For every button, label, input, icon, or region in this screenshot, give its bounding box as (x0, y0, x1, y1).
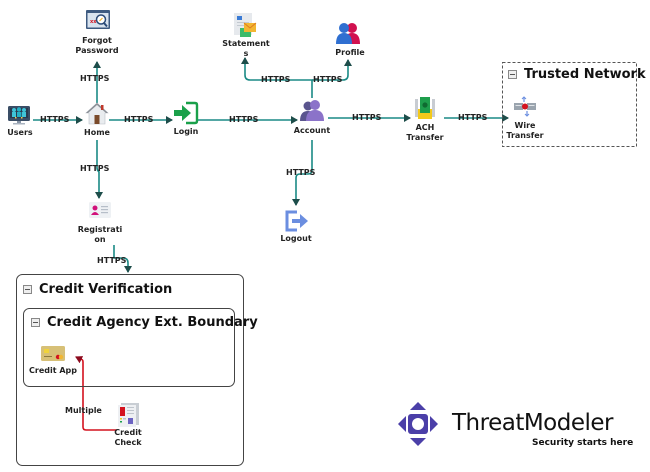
label-line: on (94, 235, 106, 244)
boundary-title-text: Credit Verification (39, 282, 173, 297)
flow-account-statements[interactable] (241, 57, 313, 98)
boundary-trusted-network[interactable] (502, 62, 637, 147)
flow-label-account-logout: HTTPS (286, 168, 316, 177)
flow-label-users-home: HTTPS (40, 115, 70, 124)
node-label-home: Home (84, 128, 110, 137)
ach-transfer-icon[interactable] (415, 97, 435, 119)
credit-card-icon[interactable] (41, 346, 65, 361)
wire-transfer-icon[interactable] (514, 96, 536, 117)
flow-label-ach-wire: HTTPS (458, 113, 488, 122)
boundary-title-text: Credit Agency Ext. Boundary (47, 315, 258, 330)
logo-tagline: Security starts here (532, 438, 634, 448)
boundary-title-credit-verification[interactable]: Credit Verification (23, 282, 172, 297)
statements-icon[interactable] (234, 13, 257, 37)
registration-card-icon[interactable] (89, 202, 111, 218)
boundary-title-text: Trusted Network (524, 67, 646, 82)
flow-label-login-account: HTTPS (229, 115, 259, 124)
node-label-registration: Registrati on (75, 225, 125, 245)
label-line: Password (75, 46, 119, 55)
label-line: Wire (514, 121, 536, 130)
flow-label-account-ach: HTTPS (352, 113, 382, 122)
threatmodeler-logo-icon (398, 402, 438, 446)
house-icon[interactable] (85, 102, 109, 125)
profile-icon[interactable] (336, 23, 360, 44)
forgot-password-icon[interactable]: xx (86, 10, 110, 29)
credit-check-report-icon[interactable] (118, 403, 139, 427)
label-line: Statement (222, 39, 270, 48)
node-label-credit-app: Credit App (29, 366, 77, 375)
flow-label-home-login: HTTPS (124, 115, 154, 124)
node-label-users: Users (7, 128, 33, 137)
flow-label-registration-credit: HTTPS (97, 256, 127, 265)
node-label-ach-transfer: ACH Transfer (400, 123, 450, 143)
label-line: Transfer (506, 131, 544, 140)
collapse-icon[interactable] (23, 285, 32, 294)
boundary-credit-verification[interactable] (16, 274, 244, 466)
label-line: s (243, 49, 249, 58)
logo-wordmark: ThreatModeler (452, 410, 614, 436)
flow-account-logout[interactable] (292, 140, 313, 206)
node-label-credit-check: Credit Check (103, 428, 153, 448)
flow-account-profile[interactable] (312, 59, 352, 81)
flow-label-home-registration: HTTPS (80, 164, 110, 173)
label-line: Transfer (406, 133, 444, 142)
node-label-account: Account (293, 126, 331, 135)
label-line: Credit (114, 428, 142, 437)
label-line: ACH (415, 123, 435, 132)
flow-label-credit-check-credit-app: Multiple (65, 406, 102, 415)
collapse-icon[interactable] (31, 318, 40, 327)
flow-credit-check-credit-app[interactable] (75, 356, 117, 431)
label-line: Registrati (77, 225, 123, 234)
node-label-login: Login (173, 127, 199, 136)
flow-label-account-statements: HTTPS (261, 75, 291, 84)
node-label-statements: Statement s (218, 39, 274, 59)
account-users-icon[interactable] (300, 100, 324, 121)
label-line: Check (114, 438, 142, 447)
node-label-wire-transfer: Wire Transfer (500, 121, 550, 141)
flow-home-registration[interactable] (95, 140, 103, 199)
login-icon[interactable] (174, 101, 199, 125)
flow-label-account-profile: HTTPS (313, 75, 343, 84)
svg-text:xx: xx (90, 19, 97, 25)
boundary-title-trusted-network[interactable]: Trusted Network (508, 67, 646, 82)
boundary-credit-agency[interactable] (23, 308, 235, 387)
node-label-profile: Profile (335, 48, 365, 57)
users-monitor-icon[interactable] (8, 106, 30, 125)
label-line: Forgot (82, 36, 112, 45)
node-label-forgot-password: Forgot Password (72, 36, 122, 56)
flow-label-home-forgot-password: HTTPS (80, 74, 110, 83)
boundary-title-credit-agency[interactable]: Credit Agency Ext. Boundary (31, 315, 258, 330)
node-label-logout: Logout (280, 234, 312, 243)
collapse-icon[interactable] (508, 70, 517, 79)
flow-registration-credit-verification[interactable] (113, 245, 132, 273)
logout-icon[interactable] (285, 210, 308, 232)
